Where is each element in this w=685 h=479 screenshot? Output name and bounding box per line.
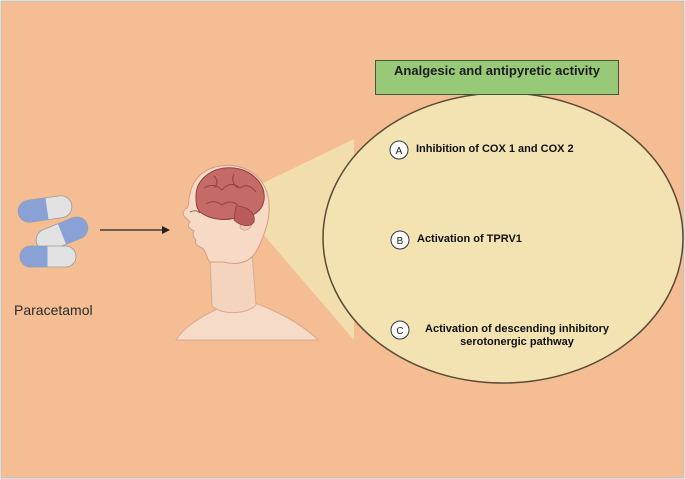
mechanism-a-text: Inhibition of COX 1 and COX 2: [416, 143, 574, 155]
drug-label: Paracetamol: [14, 302, 93, 318]
mechanism-b-text: Activation of TPRV1: [417, 233, 522, 245]
mechanism-c-text: Activation of descending inhibitory sero…: [425, 323, 609, 348]
svg-text:A: A: [396, 146, 403, 157]
capsule-icon: [17, 195, 89, 268]
activity-title: Analgesic and antipyretic activity: [394, 63, 600, 78]
activity-title-box: Analgesic and antipyretic activity: [375, 60, 619, 95]
marker-c: C: [390, 320, 410, 340]
svg-text:C: C: [396, 326, 403, 337]
arrow-icon: [100, 226, 170, 234]
brain-icon: [195, 167, 265, 226]
marker-a: A: [389, 140, 409, 160]
marker-b: B: [390, 230, 410, 250]
svg-text:B: B: [397, 236, 404, 247]
